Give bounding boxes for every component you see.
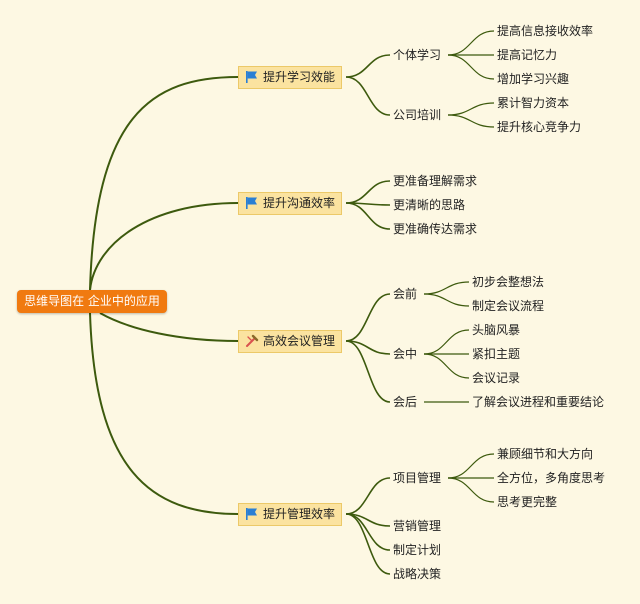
- tools-icon: [246, 334, 259, 347]
- sub-connector: [447, 453, 495, 479]
- branch-meeting[interactable]: 高效会议管理: [238, 330, 343, 353]
- root-node[interactable]: 思维导图在 企业中的应用: [17, 290, 167, 313]
- root-connector: [89, 312, 239, 515]
- sub-connector: [447, 477, 495, 503]
- branch-connector: [345, 76, 391, 116]
- node-company-training[interactable]: 公司培训: [393, 108, 442, 122]
- node-after-meeting[interactable]: 会后: [393, 395, 418, 409]
- branch-connector: [345, 513, 391, 575]
- leaf-item[interactable]: 了解会议进程和重要结论: [472, 395, 605, 409]
- node-during-meeting[interactable]: 会中: [393, 347, 418, 361]
- blue-flag-icon: [246, 508, 257, 520]
- sub-connector: [423, 353, 470, 379]
- branch-connector: [345, 180, 391, 204]
- sub-connector: [447, 30, 495, 56]
- sub-connector: [423, 281, 470, 295]
- leaf-item[interactable]: 兼顾细节和大方向: [497, 447, 594, 461]
- leaf-item[interactable]: 更清晰的思路: [393, 198, 466, 212]
- branch-label: 提升沟通效率: [263, 196, 336, 210]
- leaf-item[interactable]: 提升核心竞争力: [497, 120, 582, 134]
- leaf-item[interactable]: 增加学习兴趣: [497, 72, 570, 86]
- branch-connector: [345, 340, 391, 403]
- root-connector: [89, 76, 239, 291]
- root-connector: [89, 202, 239, 291]
- branch-connector: [345, 202, 391, 230]
- blue-flag-icon: [246, 71, 257, 83]
- branch-label: 高效会议管理: [263, 334, 336, 348]
- node-individual-learning[interactable]: 个体学习: [393, 48, 442, 62]
- leaf-item[interactable]: 紧扣主题: [472, 347, 521, 361]
- sub-connector: [447, 102, 495, 116]
- leaf-item[interactable]: 提高记忆力: [497, 48, 558, 62]
- leaf-item[interactable]: 思考更完整: [497, 495, 558, 509]
- sub-connector: [423, 329, 470, 355]
- branch-learning[interactable]: 提升学习效能: [238, 66, 343, 89]
- branch-connector: [345, 54, 391, 78]
- leaf-item[interactable]: 更准备理解需求: [393, 174, 478, 188]
- leaf-item[interactable]: 营销管理: [393, 519, 442, 533]
- branch-communication[interactable]: 提升沟通效率: [238, 192, 343, 215]
- sub-connector: [447, 114, 495, 128]
- leaf-item[interactable]: 制定会议流程: [472, 299, 545, 313]
- leaf-item[interactable]: 提高信息接收效率: [497, 24, 594, 38]
- branch-label: 提升管理效率: [263, 507, 336, 521]
- sub-connector: [423, 293, 470, 307]
- branch-label: 提升学习效能: [263, 70, 336, 84]
- branch-connector: [345, 477, 391, 515]
- leaf-item[interactable]: 会议记录: [472, 371, 521, 385]
- leaf-item[interactable]: 更准确传达需求: [393, 222, 478, 236]
- blue-flag-icon: [246, 197, 257, 209]
- branch-connector: [345, 293, 391, 342]
- leaf-item[interactable]: 制定计划: [393, 543, 442, 557]
- node-project-management[interactable]: 项目管理: [393, 471, 442, 485]
- node-before-meeting[interactable]: 会前: [393, 287, 418, 301]
- leaf-item[interactable]: 初步会整想法: [472, 275, 545, 289]
- leaf-item[interactable]: 头脑风暴: [472, 323, 521, 337]
- sub-connector: [447, 54, 495, 80]
- root-connector: [99, 312, 239, 342]
- leaf-item[interactable]: 全方位，多角度思考: [497, 471, 606, 485]
- leaf-item[interactable]: 累计智力资本: [497, 96, 570, 110]
- leaf-item[interactable]: 战略决策: [393, 567, 442, 581]
- branch-management[interactable]: 提升管理效率: [238, 503, 343, 526]
